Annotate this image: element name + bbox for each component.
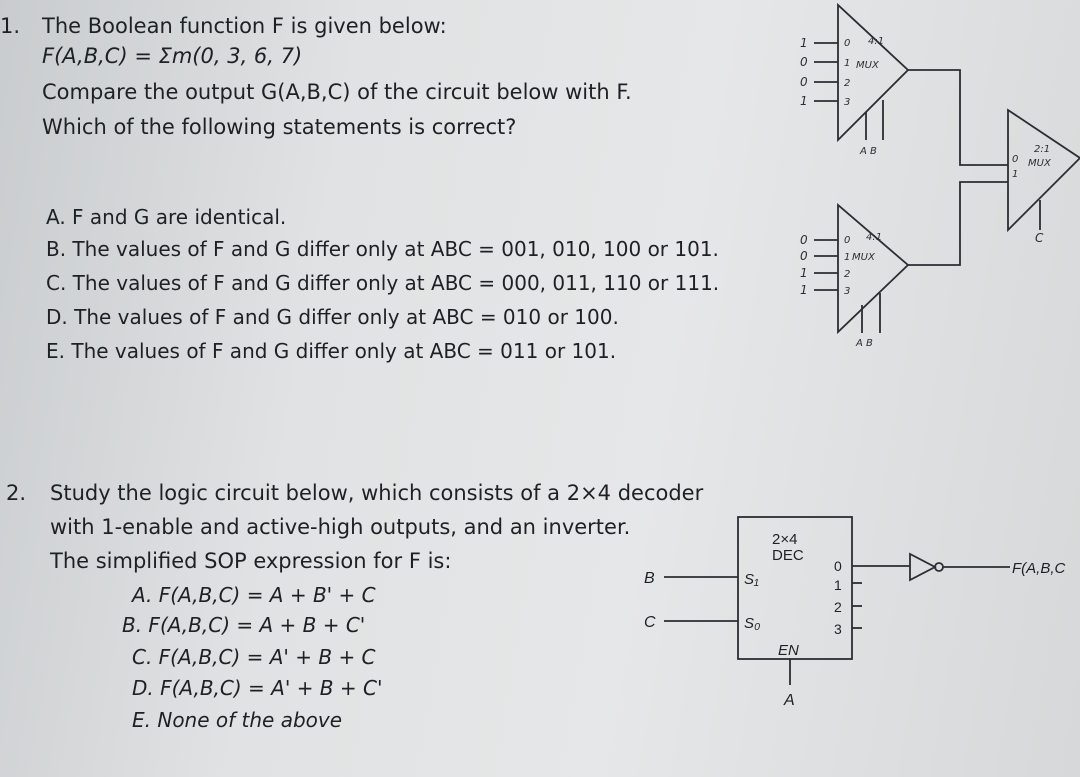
q1-option-d[interactable]: D. The values of F and G differ only at … [46, 305, 619, 329]
mux1-input-1: 0 [800, 55, 808, 69]
decoder-input-c: C [644, 614, 656, 631]
mux2-port-2: 2 [844, 269, 850, 280]
q2-option-b[interactable]: B. F(A,B,C) = A + B + C' [122, 613, 366, 637]
mux2-input-0: 0 [800, 233, 808, 247]
mux2-label: 4:1 [866, 232, 882, 243]
q1-option-c[interactable]: C. The values of F and G differ only at … [46, 271, 720, 295]
decoder-input-b: B [644, 570, 655, 587]
q2-option-c[interactable]: C. F(A,B,C) = A' + B + C [132, 645, 376, 669]
decoder-en: EN [778, 642, 799, 659]
mux1-input-2: 0 [800, 75, 808, 89]
q2-option-d[interactable]: D. F(A,B,C) = A' + B + C' [132, 676, 383, 700]
mux1-input-0: 1 [800, 36, 808, 50]
mux2-input-1: 0 [800, 249, 808, 263]
decoder-out-0: 0 [834, 558, 842, 574]
mux3-port-1: 1 [1012, 169, 1018, 180]
mux2-input-2: 1 [800, 266, 808, 280]
q2-line1: Study the logic circuit below, which con… [50, 481, 704, 505]
mux1-input-3: 1 [800, 94, 808, 108]
mux1-name: MUX [856, 60, 880, 71]
q1-compare: Compare the output G(A,B,C) of the circu… [42, 80, 632, 104]
decoder-body [737, 516, 853, 660]
mux3-label: 2:1 [1034, 144, 1050, 155]
inverter-body [909, 552, 937, 582]
decoder-out-2: 2 [834, 599, 842, 615]
q2-option-a[interactable]: A. F(A,B,C) = A + B' + C [132, 583, 376, 607]
decoder-output-f: F(A,B,C [1012, 560, 1066, 577]
q2-option-e[interactable]: E. None of the above [132, 708, 343, 732]
decoder-out-3: 3 [834, 621, 842, 637]
q1-function: F(A,B,C) = Σm(0, 3, 6, 7) [42, 44, 303, 68]
q1-intro: The Boolean function F is given below: [42, 14, 447, 38]
q2-line2: with 1-enable and active-high outputs, a… [50, 515, 631, 539]
mux1-label: 4:1 [868, 36, 884, 47]
mux3-body [1007, 108, 1080, 233]
mux3-select: C [1035, 231, 1044, 245]
mux3-name: MUX [1028, 158, 1052, 169]
mux2-port-3: 3 [844, 286, 850, 297]
mux2-input-3: 1 [800, 283, 808, 297]
decoder-s0: S₀ [744, 615, 760, 632]
mux1-port-3: 3 [844, 97, 850, 108]
mux2-selects: A B [855, 338, 873, 349]
q1-number: 1. [0, 14, 21, 38]
mux2-name: MUX [852, 252, 876, 263]
q1-option-b[interactable]: B. The values of F and G differ only at … [46, 237, 719, 261]
q2-line3: The simplified SOP expression for F is: [50, 549, 452, 573]
mux2-body [837, 203, 910, 335]
mux3-port-0: 0 [1012, 154, 1018, 165]
mux2-port-0: 0 [844, 235, 850, 246]
q1-option-a[interactable]: A. F and G are identical. [46, 205, 287, 229]
mux1-body [837, 2, 910, 143]
decoder-title-dec: DEC [772, 547, 804, 564]
mux2-port-1: 1 [844, 252, 850, 263]
q2-number: 2. [6, 481, 27, 505]
mux1-selects: A B [859, 146, 877, 157]
q1-prompt: Which of the following statements is cor… [42, 115, 517, 139]
mux1-port-1: 1 [844, 58, 850, 69]
decoder-input-a: A [783, 692, 795, 709]
mux1-port-2: 2 [844, 78, 850, 89]
mux1-port-0: 0 [844, 38, 850, 49]
decoder-out-1: 1 [834, 577, 842, 593]
decoder-title-size: 2×4 [772, 531, 797, 548]
decoder-s1: S₁ [744, 571, 759, 588]
q1-option-e[interactable]: E. The values of F and G differ only at … [46, 339, 617, 363]
